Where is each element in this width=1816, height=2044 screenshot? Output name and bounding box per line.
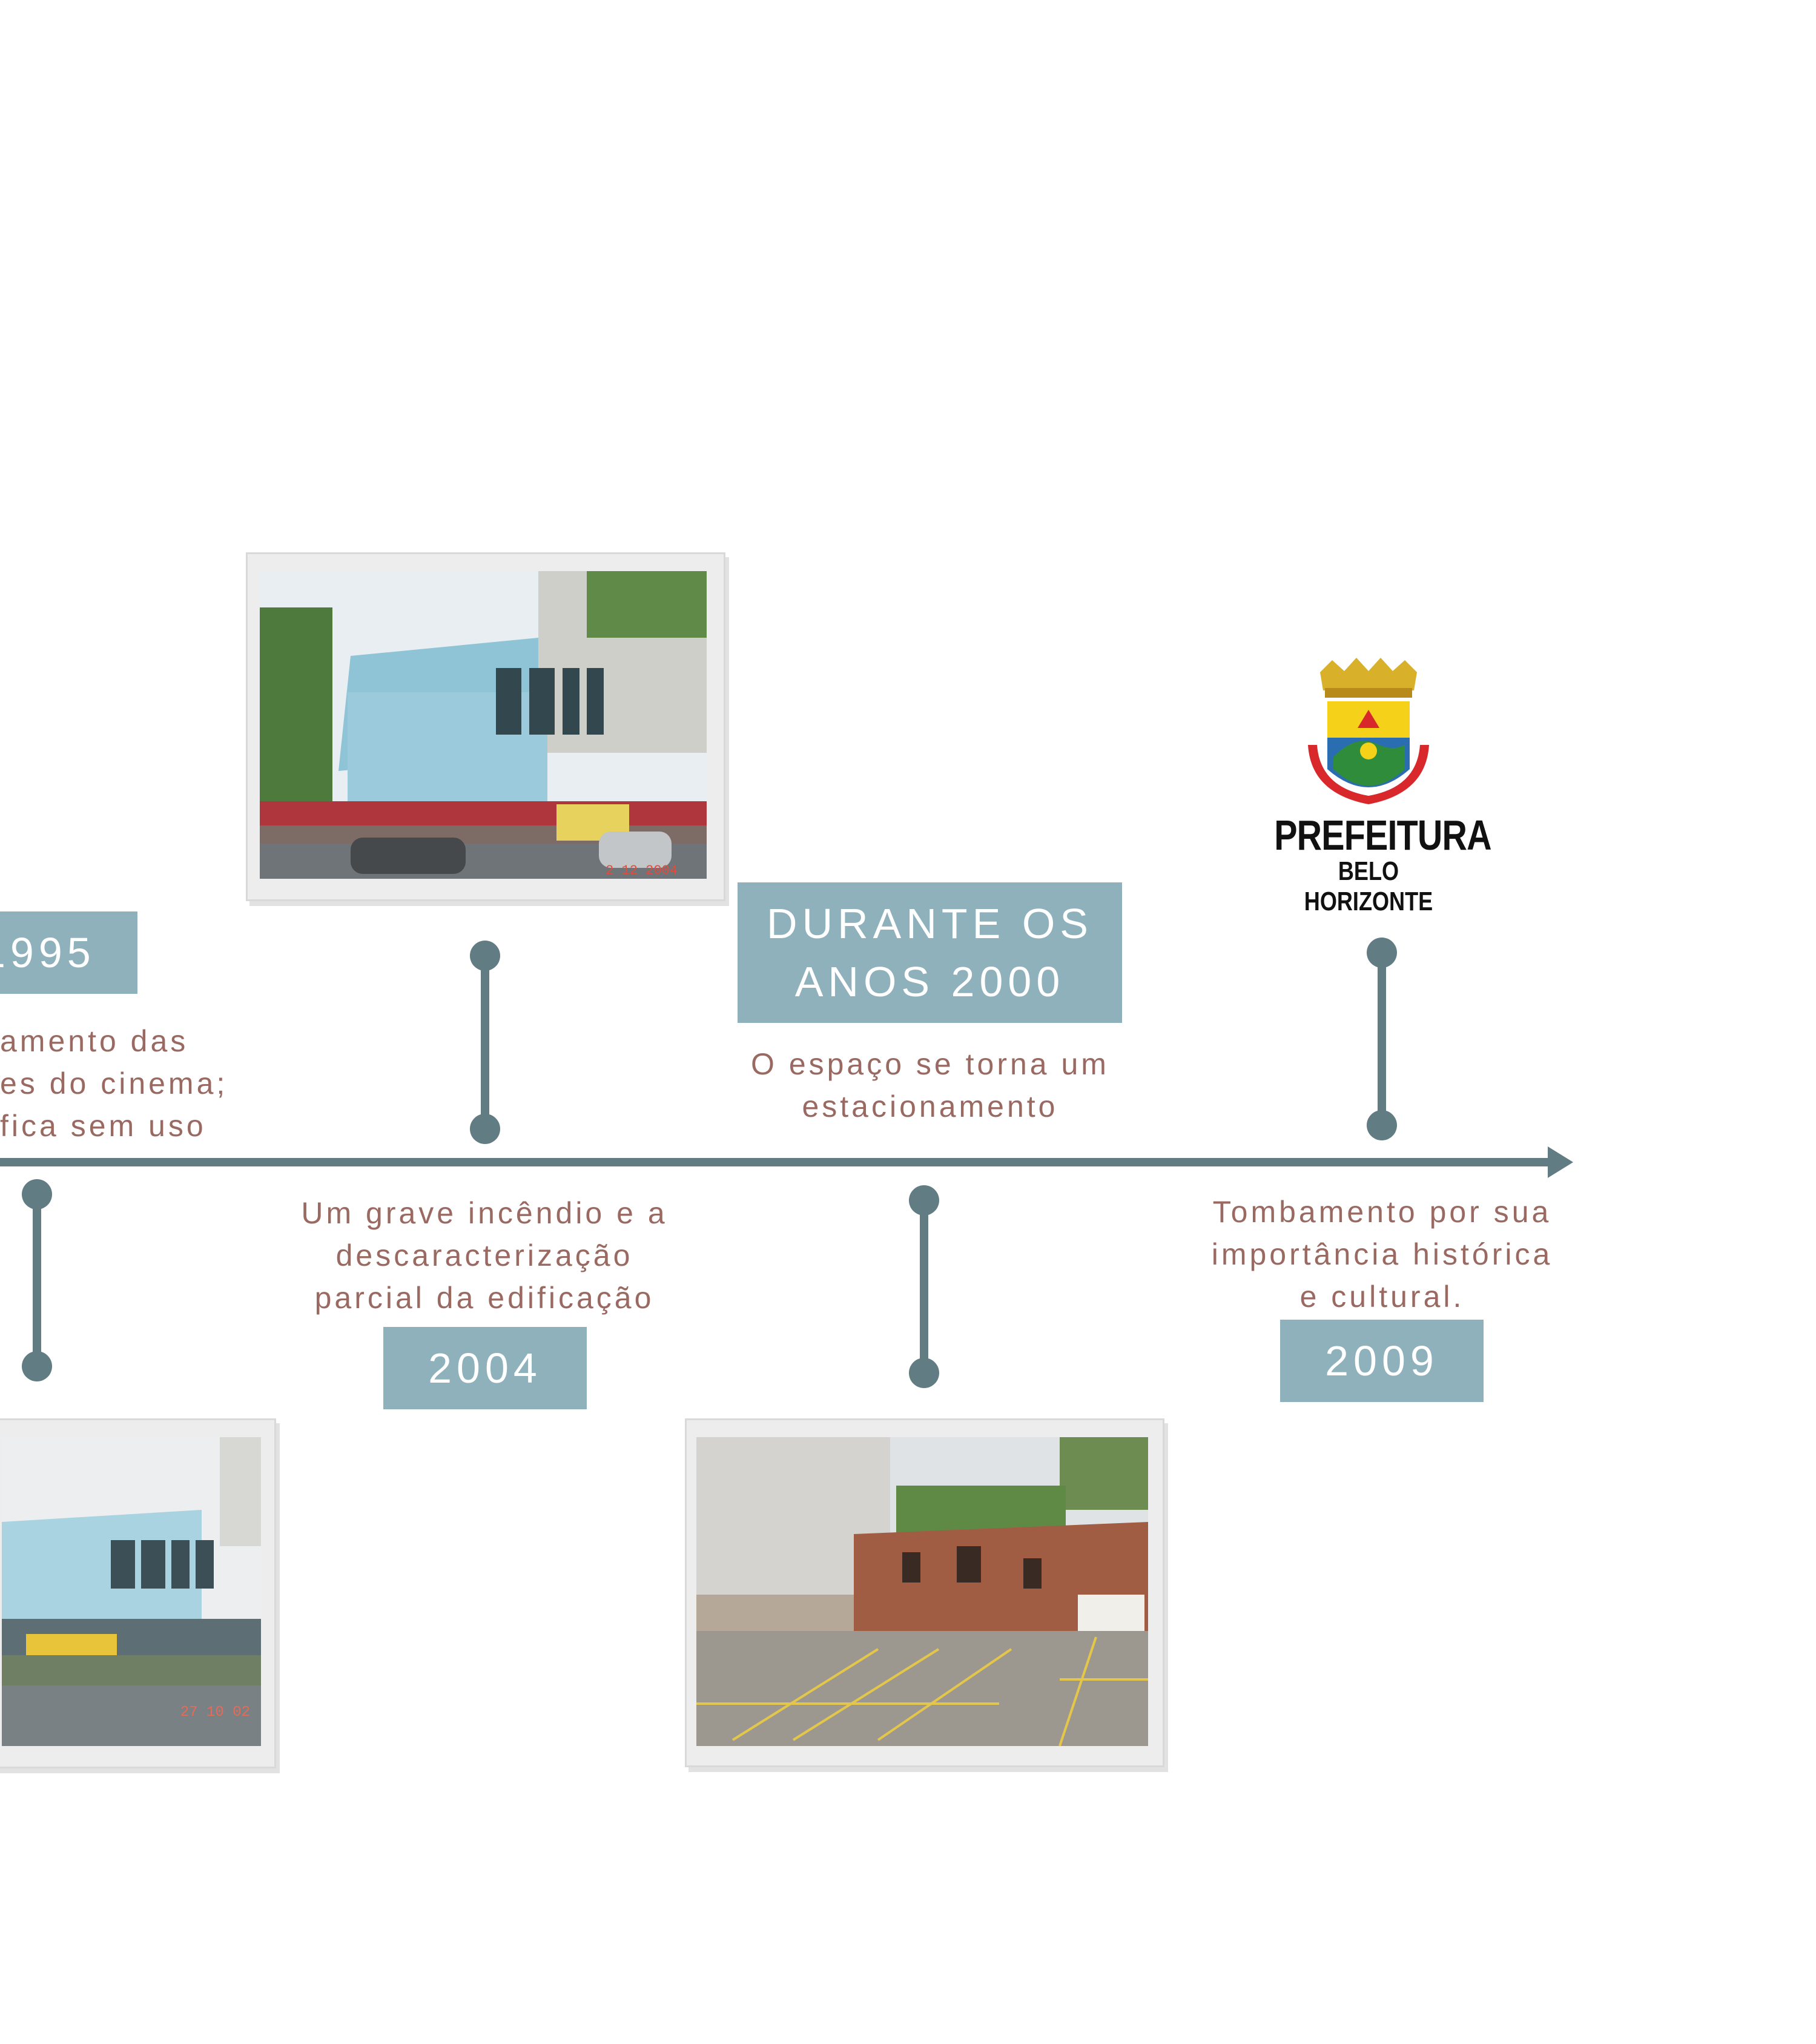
description-line: e cultural. xyxy=(1169,1275,1596,1318)
description-line: amento das xyxy=(0,1020,230,1062)
timeline-arrow-head xyxy=(1548,1146,1573,1178)
description-2000s: O espaço se torna um estacionamento xyxy=(718,1043,1142,1128)
description-line: estacionamento xyxy=(718,1085,1142,1128)
description-line: importância histórica xyxy=(1169,1233,1596,1275)
year-label-2004: 2004 xyxy=(428,1340,542,1397)
connector-2009 xyxy=(1367,938,1397,1140)
year-label-2009: 2009 xyxy=(1325,1332,1439,1389)
description-1995: amento das es do cinema; fica sem uso xyxy=(0,1020,230,1147)
connector-2004 xyxy=(470,941,500,1144)
description-2009: Tombamento por sua importância histórica… xyxy=(1169,1191,1596,1318)
description-line: descaracterização xyxy=(266,1234,702,1277)
photo-date-stamp: 2 12 2004 xyxy=(606,863,678,878)
year-label-2000s-line2: ANOS 2000 xyxy=(795,953,1065,1011)
photo-frame-2004: 2 12 2004 xyxy=(246,552,725,901)
photo-frame-1995: 27 10 02 xyxy=(0,1418,276,1768)
year-label-1995: 1995 xyxy=(0,924,96,981)
connector-2000s xyxy=(909,1185,939,1388)
photo-date-stamp: 27 10 02 xyxy=(180,1704,250,1721)
coat-of-arms-icon xyxy=(1253,654,1484,812)
description-line: O espaço se torna um xyxy=(718,1043,1142,1085)
photo-1995-cinema-front: 27 10 02 xyxy=(2,1437,261,1746)
logo-line-1: PREFEITURA xyxy=(1274,813,1463,858)
prefeitura-logo: PREFEITURA BELO HORIZONTE xyxy=(1253,654,1484,896)
connector-1995 xyxy=(22,1179,52,1381)
year-box-1995: 1995 xyxy=(0,911,137,994)
year-label-2000s-line1: DURANTE OS xyxy=(767,895,1093,953)
logo-line-2: BELO HORIZONTE xyxy=(1274,856,1463,917)
photo-2004-cinema-building: 2 12 2004 xyxy=(260,571,707,879)
photo-frame-2000s xyxy=(685,1418,1164,1767)
photo-2000s-parking-lot xyxy=(696,1437,1148,1746)
description-line: parcial da edificação xyxy=(266,1277,702,1319)
year-box-2004: 2004 xyxy=(383,1327,587,1409)
description-2004: Um grave incêndio e a descaracterização … xyxy=(266,1192,702,1319)
description-line: es do cinema; xyxy=(0,1062,230,1105)
year-box-2009: 2009 xyxy=(1280,1320,1484,1402)
year-box-2000s: DURANTE OS ANOS 2000 xyxy=(738,882,1122,1023)
description-line: Tombamento por sua xyxy=(1169,1191,1596,1233)
description-line: fica sem uso xyxy=(0,1105,230,1147)
description-line: Um grave incêndio e a xyxy=(266,1192,702,1234)
